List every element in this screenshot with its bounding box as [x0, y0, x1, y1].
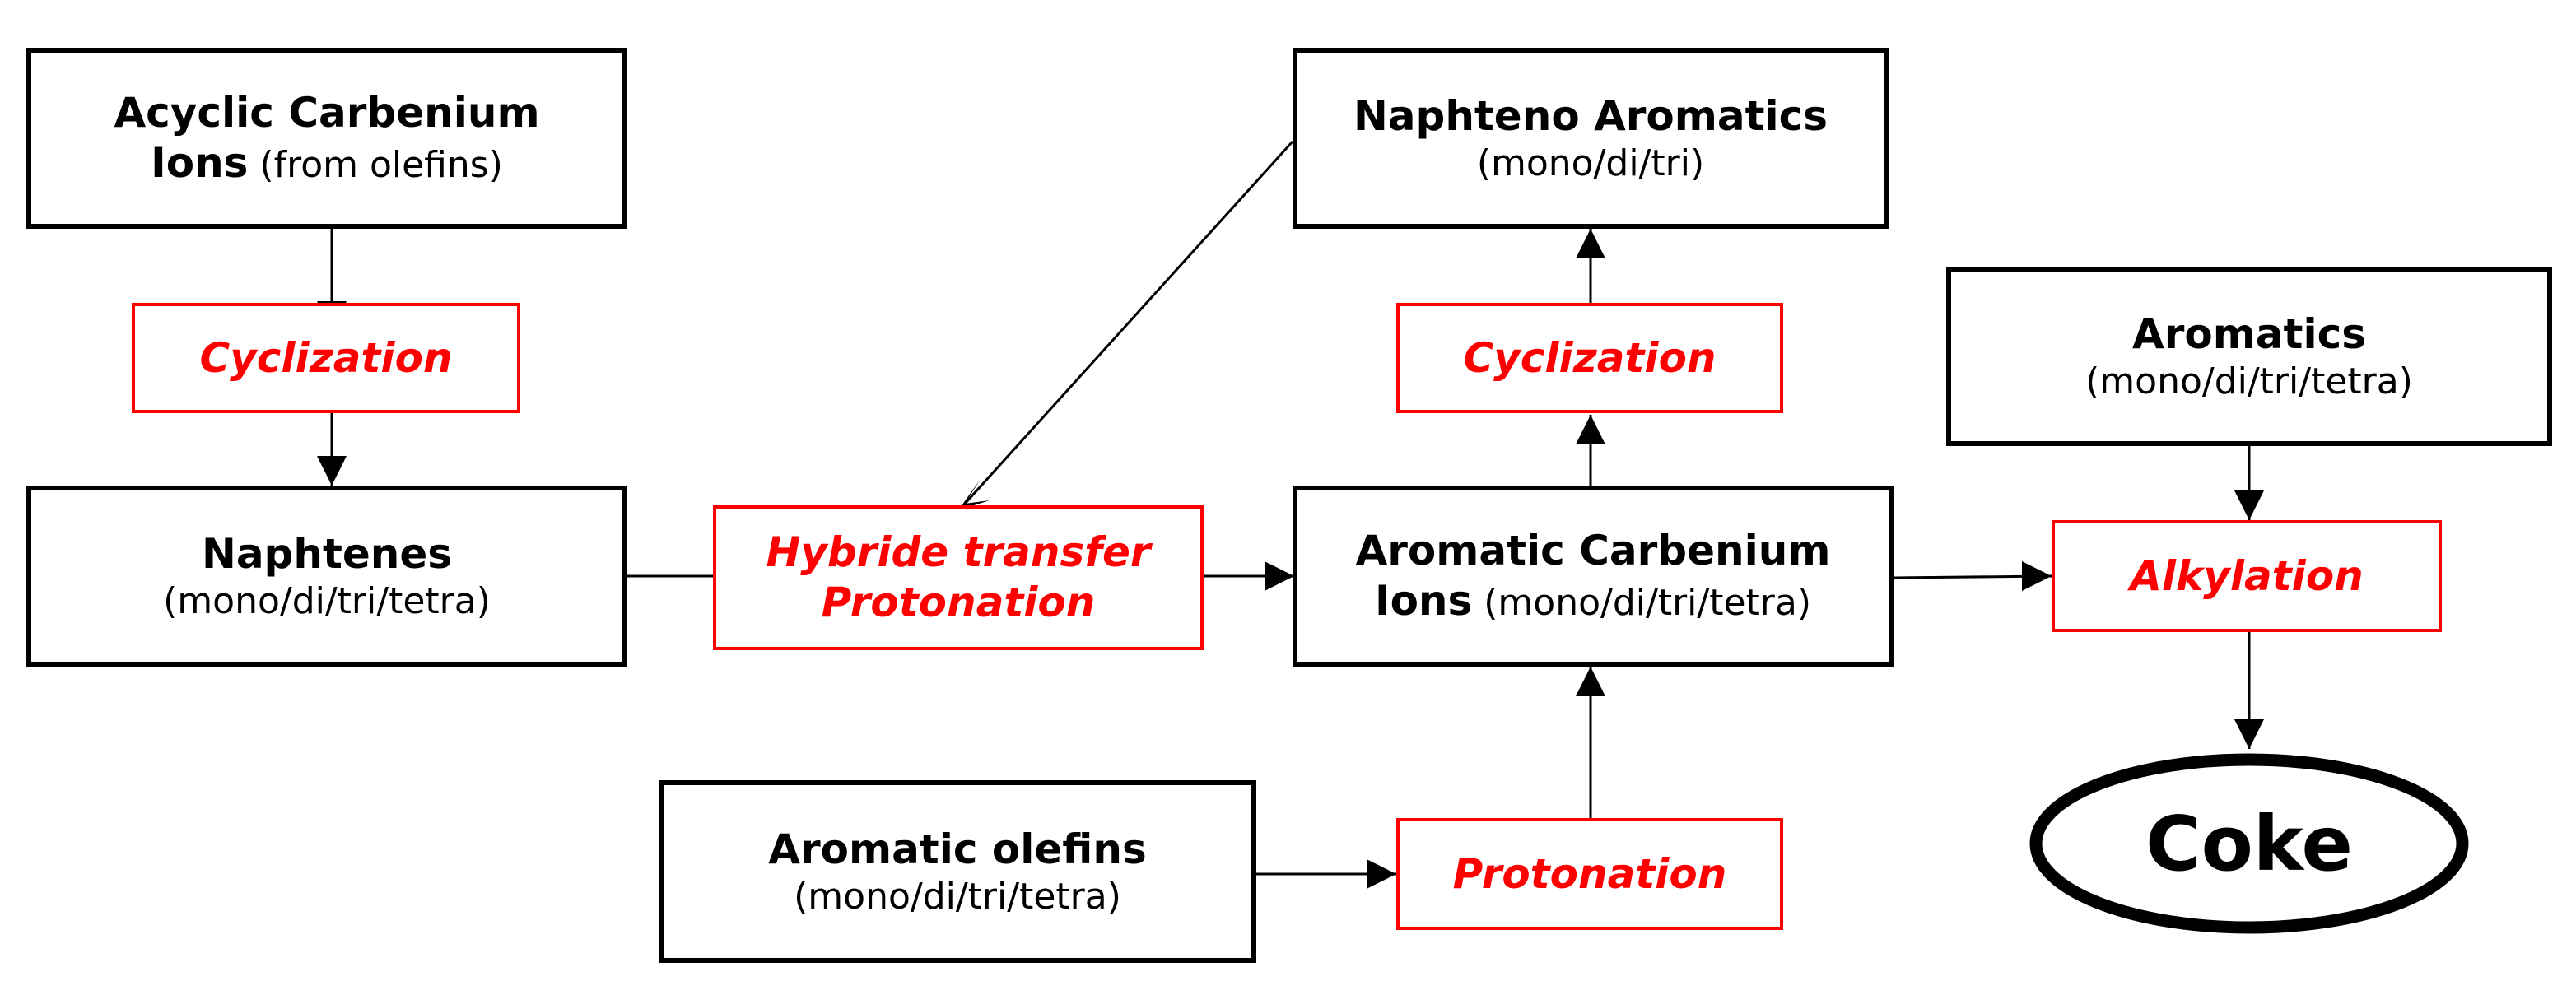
- node-title-continuation: Ions: [1374, 577, 1473, 625]
- process-cyclization-right: Cyclization: [1396, 303, 1783, 413]
- node-qualifier: (mono/di/tri/tetra): [1472, 582, 1812, 624]
- arrowhead-icon: [1576, 229, 1605, 258]
- node-title: Aromatics: [2132, 309, 2366, 358]
- arrowhead-icon: [1576, 667, 1605, 696]
- node-aromatic-carbenium-ions: Aromatic Carbenium Ions (mono/di/tri/tet…: [1293, 486, 1894, 667]
- node-title: Naphtenes: [201, 529, 453, 578]
- node-title: Naphteno Aromatics: [1353, 91, 1828, 140]
- node-acyclic-carbenium-ions: Acyclic Carbenium Ions (from olefins): [26, 48, 627, 229]
- process-protonation: Protonation: [1396, 818, 1783, 930]
- arrowhead-icon: [2234, 719, 2264, 749]
- arrowhead-icon: [1367, 859, 1396, 889]
- process-cyclization-left: Cyclization: [132, 303, 520, 413]
- node-qualifier: (mono/di/tri): [1476, 142, 1705, 184]
- arrowhead-icon: [1265, 561, 1294, 591]
- node-title: Aromatic Carbenium: [1355, 527, 1831, 574]
- arrowhead-icon: [317, 456, 347, 486]
- node-qualifier: (mono/di/tri/tetra): [2085, 360, 2413, 402]
- node-subtitle: Ions (from olefins): [151, 138, 503, 188]
- arrowhead-icon: [2234, 490, 2264, 520]
- node-qualifier: (mono/di/tri/tetra): [163, 579, 491, 622]
- node-qualifier: (from olefins): [248, 144, 503, 186]
- node-naphtenes: Naphtenes (mono/di/tri/tetra): [26, 486, 627, 667]
- node-aromatics: Aromatics (mono/di/tri/tetra): [1946, 267, 2552, 446]
- process-label: Cyclization: [1463, 333, 1717, 382]
- node-title-continuation: Ions: [151, 139, 249, 187]
- node-subtitle: Ions (mono/di/tri/tetra): [1375, 576, 1811, 626]
- arrowhead-icon: [1576, 415, 1605, 444]
- node-naphteno-aromatics: Naphteno Aromatics (mono/di/tri): [1293, 48, 1889, 229]
- node-coke: Coke: [2029, 752, 2470, 935]
- coke-ellipse: [2029, 753, 2469, 934]
- process-label: Protonation: [1452, 849, 1727, 898]
- process-label: Protonation: [821, 579, 1096, 626]
- process-alkylation: Alkylation: [2052, 520, 2442, 632]
- process-hybride-transfer-protonation: Hybride transfer Protonation: [713, 505, 1204, 650]
- arrowhead-icon: [958, 479, 990, 510]
- node-qualifier: (mono/di/tri/tetra): [794, 875, 1121, 918]
- node-aromatic-olefins: Aromatic olefins (mono/di/tri/tetra): [659, 780, 1256, 963]
- coke-label: Coke: [2145, 799, 2353, 888]
- process-label: Cyclization: [199, 333, 453, 382]
- process-label: Hybride transfer: [766, 528, 1151, 576]
- node-title: Aromatic olefins: [768, 825, 1147, 873]
- edge-naphteno-aromatics-to-hybride: [963, 140, 1294, 505]
- arrowhead-icon: [2022, 561, 2052, 591]
- node-title: Acyclic Carbenium: [114, 89, 540, 137]
- process-label: Alkylation: [2130, 551, 2364, 600]
